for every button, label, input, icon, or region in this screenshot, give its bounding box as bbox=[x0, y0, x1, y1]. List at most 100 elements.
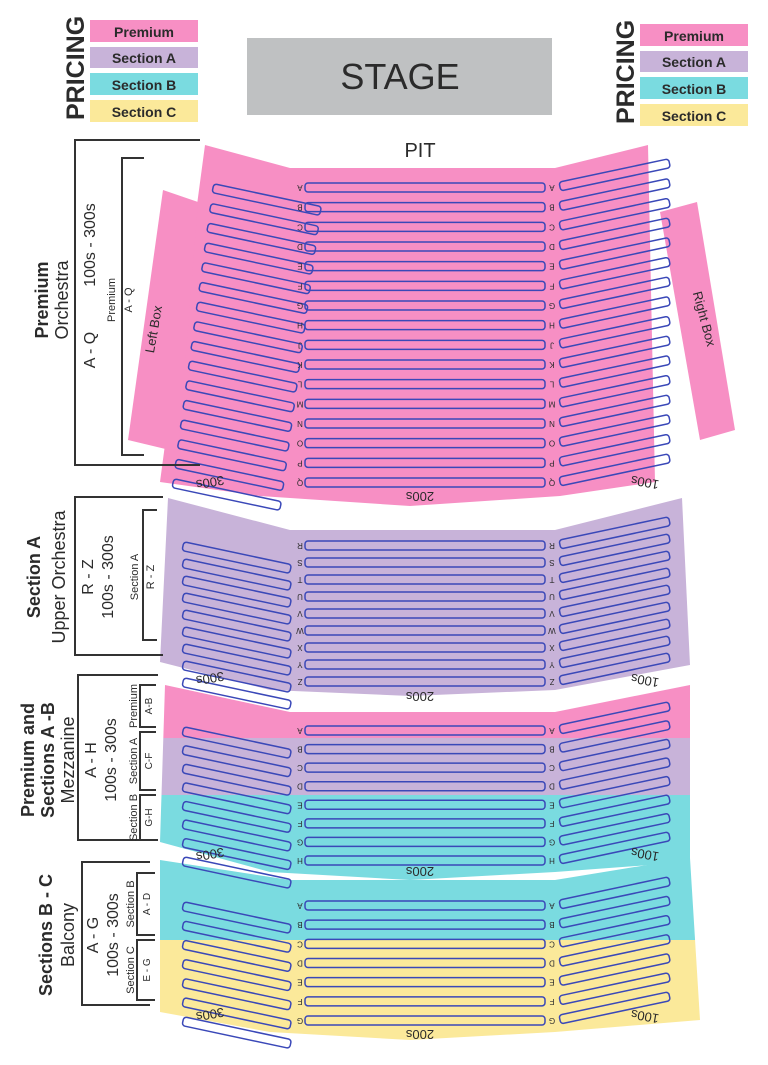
seat-block-right[interactable] bbox=[558, 720, 671, 753]
seat-block-right[interactable] bbox=[558, 453, 671, 487]
seat-block-center[interactable] bbox=[304, 574, 546, 585]
seat-block-right[interactable] bbox=[558, 256, 671, 290]
seat-block-right[interactable] bbox=[558, 414, 671, 447]
seat-block-left[interactable] bbox=[181, 763, 292, 796]
seat-block-center[interactable] bbox=[304, 221, 546, 233]
seat-block-center[interactable] bbox=[304, 780, 546, 792]
seat-block-right[interactable] bbox=[558, 652, 671, 686]
seat-block-center[interactable] bbox=[304, 996, 546, 1007]
seat-block-center[interactable] bbox=[304, 957, 546, 969]
seat-block-left[interactable] bbox=[181, 660, 292, 693]
seat-block-left[interactable] bbox=[181, 838, 292, 871]
seat-block-left[interactable] bbox=[181, 609, 292, 642]
seat-block-center[interactable] bbox=[304, 241, 546, 252]
seat-block-left[interactable] bbox=[182, 399, 293, 432]
seat-block-left[interactable] bbox=[181, 541, 292, 574]
seat-block-left[interactable] bbox=[181, 677, 292, 710]
seat-block-center[interactable] bbox=[304, 762, 546, 773]
seat-block-right[interactable] bbox=[558, 433, 671, 467]
seat-block-left[interactable] bbox=[181, 558, 292, 591]
seat-block-center[interactable] bbox=[304, 659, 546, 670]
seat-block-center[interactable] bbox=[304, 1015, 546, 1026]
seat-block-left[interactable] bbox=[181, 997, 292, 1030]
seat-block-left[interactable] bbox=[190, 340, 301, 373]
seat-block-left[interactable] bbox=[181, 901, 292, 934]
seat-block-right[interactable] bbox=[558, 757, 671, 790]
seat-block-center[interactable] bbox=[304, 378, 546, 390]
seat-block-left[interactable] bbox=[181, 819, 292, 852]
seat-block-left[interactable] bbox=[185, 380, 295, 413]
seat-block-center[interactable] bbox=[304, 260, 546, 272]
seat-block-left[interactable] bbox=[181, 959, 292, 992]
seat-block-right[interactable] bbox=[558, 374, 671, 408]
seat-block-right[interactable] bbox=[558, 775, 671, 809]
seat-block-center[interactable] bbox=[304, 676, 546, 687]
seat-block-left[interactable] bbox=[181, 626, 292, 659]
seat-block-left[interactable] bbox=[181, 1016, 292, 1049]
seat-block-left[interactable] bbox=[193, 321, 303, 354]
seat-block-center[interactable] bbox=[304, 976, 546, 988]
seat-block-right[interactable] bbox=[558, 584, 671, 618]
seat-block-right[interactable] bbox=[558, 394, 671, 428]
seat-block-center[interactable] bbox=[304, 300, 546, 311]
seat-block-left[interactable] bbox=[181, 592, 292, 625]
seat-block-left[interactable] bbox=[181, 939, 292, 972]
seat-block-left[interactable] bbox=[177, 439, 287, 472]
seat-block-center[interactable] bbox=[304, 457, 546, 469]
seat-block-center[interactable] bbox=[304, 625, 546, 636]
seat-block-right[interactable] bbox=[558, 914, 671, 948]
seat-block-center[interactable] bbox=[304, 591, 546, 602]
seat-block-left[interactable] bbox=[187, 360, 298, 393]
seat-block-right[interactable] bbox=[558, 635, 671, 669]
seat-block-right[interactable] bbox=[558, 813, 671, 846]
seat-block-right[interactable] bbox=[558, 217, 671, 251]
seat-block-center[interactable] bbox=[304, 182, 546, 193]
seat-block-right[interactable] bbox=[558, 972, 671, 1005]
seat-block-right[interactable] bbox=[558, 335, 671, 369]
seat-block-center[interactable] bbox=[304, 437, 546, 449]
seat-block-right[interactable] bbox=[558, 895, 671, 929]
seat-block-right[interactable] bbox=[558, 567, 671, 601]
seat-block-left[interactable] bbox=[195, 301, 306, 334]
seat-block-center[interactable] bbox=[304, 557, 546, 568]
seat-block-center[interactable] bbox=[304, 201, 546, 213]
seat-block-right[interactable] bbox=[558, 831, 671, 865]
seat-block-right[interactable] bbox=[558, 876, 671, 910]
seat-block-left[interactable] bbox=[181, 920, 292, 953]
seat-block-left[interactable] bbox=[181, 800, 292, 833]
seat-block-right[interactable] bbox=[558, 178, 671, 211]
seat-block-right[interactable] bbox=[558, 516, 671, 550]
seat-block-right[interactable] bbox=[558, 618, 671, 652]
seat-block-right[interactable] bbox=[558, 276, 671, 310]
seat-block-center[interactable] bbox=[304, 919, 546, 930]
seat-block-right[interactable] bbox=[558, 953, 671, 986]
seat-block-right[interactable] bbox=[558, 533, 671, 567]
seat-block-center[interactable] bbox=[304, 743, 546, 755]
seat-block-right[interactable] bbox=[558, 701, 671, 735]
seat-block-center[interactable] bbox=[304, 608, 546, 619]
seat-block-right[interactable] bbox=[558, 738, 671, 772]
seat-block-center[interactable] bbox=[304, 900, 546, 911]
seat-block-center[interactable] bbox=[304, 359, 546, 370]
seat-block-center[interactable] bbox=[304, 938, 546, 950]
seat-block-left[interactable] bbox=[181, 643, 292, 676]
seat-block-left[interactable] bbox=[181, 856, 292, 889]
seat-block-right[interactable] bbox=[558, 197, 671, 231]
seat-block-center[interactable] bbox=[304, 725, 546, 736]
seat-block-center[interactable] bbox=[304, 339, 546, 351]
seat-block-center[interactable] bbox=[304, 836, 546, 848]
seat-block-right[interactable] bbox=[558, 934, 671, 967]
seat-block-right[interactable] bbox=[558, 315, 671, 349]
seat-block-center[interactable] bbox=[304, 280, 546, 292]
seat-block-right[interactable] bbox=[558, 158, 671, 192]
seat-block-right[interactable] bbox=[558, 296, 671, 329]
seat-block-left[interactable] bbox=[181, 745, 292, 778]
seat-block-left[interactable] bbox=[181, 782, 292, 815]
seat-block-right[interactable] bbox=[558, 991, 671, 1025]
seat-block-center[interactable] bbox=[304, 818, 546, 829]
seat-block-left[interactable] bbox=[181, 575, 292, 608]
seat-block-left[interactable] bbox=[171, 478, 282, 511]
seat-block-left[interactable] bbox=[181, 978, 292, 1011]
seat-block-center[interactable] bbox=[304, 477, 546, 488]
seat-block-center[interactable] bbox=[304, 398, 546, 410]
